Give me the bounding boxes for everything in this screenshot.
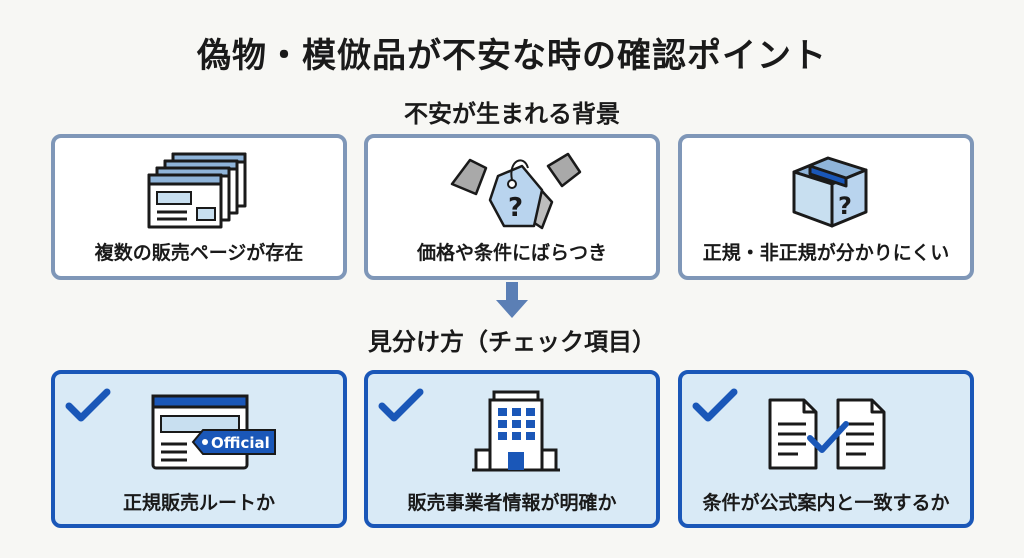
card-official-route: Official 正規販売ルートか (51, 370, 347, 528)
official-webpage-icon: Official (151, 394, 276, 470)
document-compare-icon (768, 398, 886, 470)
official-badge-text: Official (211, 434, 270, 452)
office-building-icon (472, 390, 560, 472)
card-label: 条件が公式案内と一致するか (702, 492, 950, 514)
checkmark-icon (378, 388, 424, 422)
card-label: 正規販売ルートか (122, 492, 275, 514)
price-tags-question-icon: ? (450, 152, 582, 230)
card-price-variation: ? 価格や条件にばらつき (364, 134, 660, 280)
card-label: 販売事業者情報が明確か (407, 492, 617, 514)
card-label: 価格や条件にばらつき (416, 242, 607, 264)
checkmark-icon (65, 388, 111, 422)
section-heading-checks: 見分け方（チェック項目） (368, 328, 656, 356)
card-label: 複数の販売ページが存在 (94, 242, 304, 264)
page-title: 偽物・模倣品が不安な時の確認ポイント (197, 36, 827, 76)
card-multiple-pages: 複数の販売ページが存在 (51, 134, 347, 280)
box-question-icon: ? (792, 156, 868, 228)
card-seller-info: 販売事業者情報が明確か (364, 370, 660, 528)
card-hard-to-distinguish: ? 正規・非正規が分かりにくい (678, 134, 974, 280)
card-conditions-match: 条件が公式案内と一致するか (678, 370, 974, 528)
card-label: 正規・非正規が分かりにくい (702, 242, 950, 264)
section-heading-background: 不安が生まれる背景 (404, 100, 620, 128)
svg-text:?: ? (508, 193, 523, 223)
multiple-pages-icon (147, 152, 247, 229)
checkmark-icon (692, 388, 738, 422)
svg-text:?: ? (838, 192, 852, 220)
down-arrow-icon (496, 282, 528, 318)
